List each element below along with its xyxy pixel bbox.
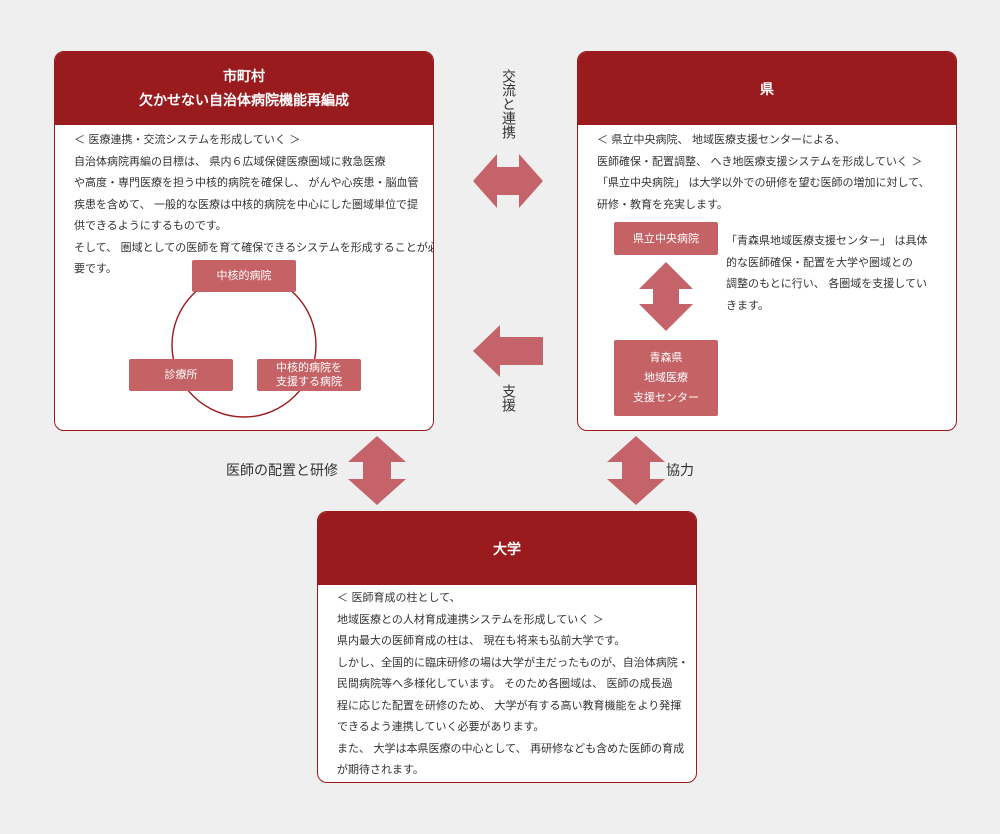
municipality-description: ＜ 医療連携・交流システムを形成していく ＞ 自治体病院再編の目標は、 県内６広… [74, 129, 434, 280]
text-line: 的な医師確保・配置を大学や圏域との [726, 255, 913, 269]
text-line: また、 大学は本県医療の中心として、 再研修なども含めた医師の育成 [337, 741, 685, 755]
text-line: 供できるようにするものです。 [74, 219, 227, 232]
text-line: きます。 [726, 298, 769, 312]
text-line: ＜ 医療連携・交流システムを形成していく ＞ [74, 133, 301, 146]
university-header: 大学 [318, 512, 696, 585]
node-clinic: 診療所 [129, 359, 233, 391]
prefecture-title: 県 [760, 81, 774, 98]
university-panel: 大学 ＜ 医師育成の柱として、 地域医療との人材育成連携システムを形成していく … [317, 511, 697, 783]
text-line: ＜ 県立中央病院、 地域医療支援センターによる、 [597, 133, 846, 146]
prefecture-side-description: 「青森県地域医療支援センター」 は具体 的な医師確保・配置を大学や圏域との 調整… [726, 230, 928, 316]
text-line: 地域医療との人材育成連携システムを形成していく ＞ [337, 612, 604, 626]
municipality-panel: 市町村 欠かせない自治体病院機能再編成 ＜ 医療連携・交流システムを形成していく… [54, 51, 434, 431]
support-arrow [473, 325, 543, 377]
text-line: 県内最大の医師育成の柱は、 現在も将来も弘前大学です。 [337, 634, 626, 647]
node-support-center: 青森県 地域医療 支援センター [614, 340, 718, 416]
text-line: 民間病院等へ多様化しています。 そのため各圏域は、 医師の成長過 [337, 677, 673, 690]
university-description: ＜ 医師育成の柱として、 地域医療との人材育成連携システムを形成していく ＞ 県… [337, 587, 689, 781]
node-label: 中核的病院を [276, 361, 342, 374]
text-line: 程に応じた配置を研修のため、 大学が有する高い教育機能をより発揮 [337, 698, 682, 712]
text-line: 「県立中央病院」 は大学以外での研修を望む医師の増加に対して、 [597, 176, 930, 189]
node-support-hospital: 中核的病院を 支援する病院 [257, 359, 361, 391]
placement-label: 医師の配置と研修 [226, 463, 338, 479]
university-title: 大学 [493, 541, 521, 558]
text-line: しかし、全国的に臨床研修の場は大学が主だったものが、自治体病院・ [337, 655, 689, 669]
node-label: 県立中央病院 [633, 231, 699, 245]
text-line: 医師確保・配置調整、 へき地医療支援システムを形成していく ＞ [597, 154, 923, 168]
node-label: 中核的病院 [216, 269, 272, 282]
municipality-title: 市町村 [223, 68, 265, 85]
node-label: 青森県 [649, 351, 683, 364]
text-line: 「青森県地域医療支援センター」 は具体 [726, 234, 928, 247]
text-line: 調整のもとに行い、 各圏域を支援してい [726, 277, 927, 290]
exchange-label: 交流と連携 [500, 69, 516, 139]
node-label: 支援する病院 [276, 375, 342, 388]
exchange-arrow [473, 154, 543, 208]
cooperation-arrow [607, 436, 665, 505]
text-line: 要です。 [74, 262, 117, 275]
text-line: が期待されます。 [337, 763, 424, 776]
text-line: 自治体病院再編の目標は、 県内６広域保健医療圏域に救急医療 [74, 154, 386, 168]
text-line: そして、 圏域としての医師を育て確保できるシステムを形成することが必 [74, 240, 434, 254]
node-label: 支援センター [633, 391, 699, 404]
node-core-hospital: 中核的病院 [192, 260, 296, 292]
text-line: ＜ 医師育成の柱として、 [337, 591, 461, 604]
prefecture-description: ＜ 県立中央病院、 地域医療支援センターによる、 医師確保・配置調整、 へき地医… [597, 129, 930, 215]
node-label: 地域医療 [644, 371, 688, 384]
text-line: 疾患を含めて、 一般的な医療は中核的病院を中心にした圏域単位で提 [74, 197, 418, 211]
text-line: できるよう連携していく必要があります。 [337, 720, 545, 733]
text-line: や高度・専門医療を担う中核的病院を確保し、 がんや心疾患・脳血管 [74, 176, 419, 189]
support-label: 支援 [500, 384, 516, 412]
node-central-hospital: 県立中央病院 [614, 222, 718, 255]
text-line: 研修・教育を充実します。 [597, 197, 728, 211]
node-label: 診療所 [164, 368, 198, 381]
prefecture-panel: 県 ＜ 県立中央病院、 地域医療支援センターによる、 医師確保・配置調整、 へき… [577, 51, 957, 431]
cooperation-label: 協力 [666, 463, 694, 479]
municipality-header: 市町村 欠かせない自治体病院機能再編成 [55, 52, 433, 125]
prefecture-header: 県 [578, 52, 956, 125]
municipality-subtitle: 欠かせない自治体病院機能再編成 [139, 92, 349, 109]
placement-arrow [348, 436, 406, 505]
